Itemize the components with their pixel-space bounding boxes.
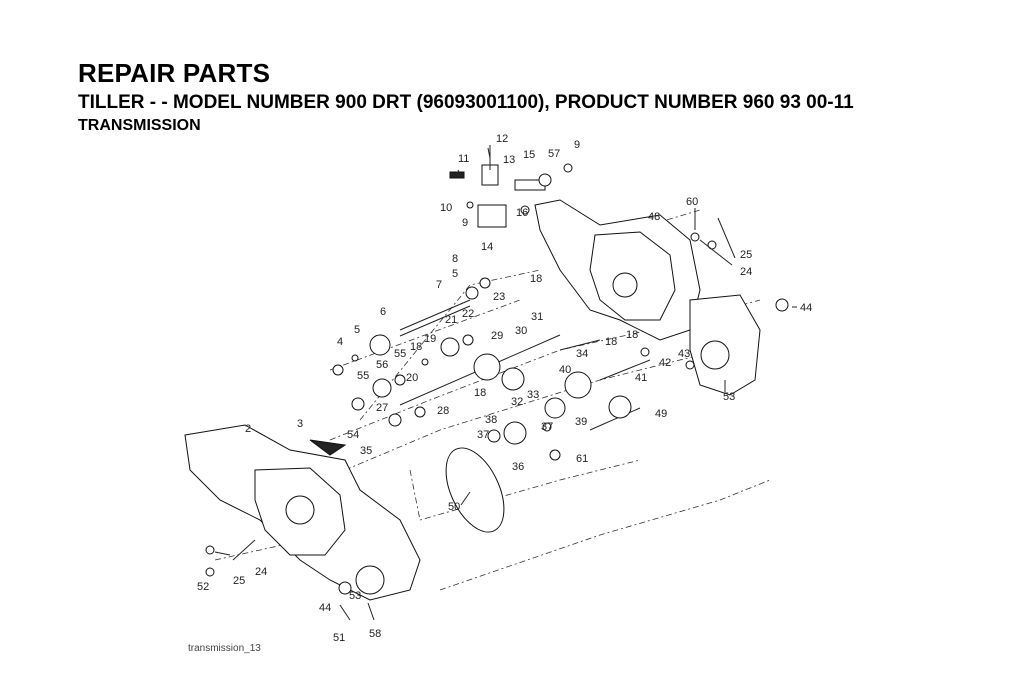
callout-25: 25: [233, 575, 245, 587]
callout-18: 18: [410, 341, 422, 353]
callout-52: 52: [197, 581, 209, 593]
callout-51: 51: [333, 632, 345, 644]
callout-38: 38: [485, 414, 497, 426]
callout-6: 6: [380, 306, 386, 318]
callout-7: 7: [436, 279, 442, 291]
callout-48: 48: [648, 211, 660, 223]
callout-32: 32: [511, 396, 523, 408]
callout-41: 41: [635, 372, 647, 384]
callout-37: 37: [477, 429, 489, 441]
diagram-caption: transmission_13: [188, 643, 261, 654]
callout-9: 9: [462, 217, 468, 229]
callout-43: 43: [678, 348, 690, 360]
callout-31: 31: [531, 311, 543, 323]
callout-35: 35: [360, 445, 372, 457]
callout-57: 57: [548, 148, 560, 160]
callout-10: 10: [440, 202, 452, 214]
callout-49: 49: [655, 408, 667, 420]
left-housing: [184, 424, 421, 601]
callout-21: 21: [445, 314, 457, 326]
callout-14: 14: [481, 241, 493, 253]
callout-23: 23: [493, 291, 505, 303]
callout-40: 40: [559, 364, 571, 376]
shafts-and-gears: [205, 232, 789, 621]
callout-58: 58: [369, 628, 381, 640]
callout-34: 34: [576, 348, 588, 360]
callout-12: 12: [496, 133, 508, 145]
callout-4: 4: [337, 336, 343, 348]
callout-42: 42: [659, 357, 671, 369]
callout-2: 2: [245, 423, 251, 435]
callout-39: 39: [575, 416, 587, 428]
callout-8: 8: [452, 253, 458, 265]
callout-56: 56: [376, 359, 388, 371]
callout-5: 5: [452, 268, 458, 280]
callout-18: 18: [530, 273, 542, 285]
callout-5: 5: [354, 324, 360, 336]
leader-lines: [214, 147, 797, 561]
callout-44: 44: [319, 602, 331, 614]
callout-18: 18: [474, 387, 486, 399]
callout-18: 18: [605, 336, 617, 348]
callout-60: 60: [686, 196, 698, 208]
callout-19: 19: [424, 333, 436, 345]
section-title: TRANSMISSION: [78, 117, 201, 134]
callout-25: 25: [740, 249, 752, 261]
callout-55: 55: [357, 370, 369, 382]
callout-29: 29: [491, 330, 503, 342]
callout-53: 53: [349, 590, 361, 602]
callout-9: 9: [574, 139, 580, 151]
callout-16: 16: [516, 207, 528, 219]
callout-18: 18: [626, 329, 638, 341]
callout-37: 37: [541, 421, 553, 433]
callout-36: 36: [512, 461, 524, 473]
page-title: REPAIR PARTS: [78, 58, 271, 88]
callout-53: 53: [723, 391, 735, 403]
callout-44: 44: [800, 302, 812, 314]
callout-15: 15: [523, 149, 535, 161]
callout-3: 3: [297, 418, 303, 430]
callout-30: 30: [515, 325, 527, 337]
callout-33: 33: [527, 389, 539, 401]
callout-numbers: 2 3 4 5 5 6 7 8 9 9 10 11 12 13 14 15 16…: [197, 133, 812, 644]
callout-50: 50: [448, 501, 460, 513]
page-subtitle: TILLER - - MODEL NUMBER 900 DRT (9609300…: [78, 92, 854, 113]
callout-28: 28: [437, 405, 449, 417]
callout-61: 61: [576, 453, 588, 465]
right-housing: [534, 199, 761, 396]
callout-54: 54: [347, 429, 359, 441]
callout-13: 13: [503, 154, 515, 166]
callout-27: 27: [376, 402, 388, 414]
callout-24: 24: [255, 566, 267, 578]
callout-11: 11: [458, 153, 469, 165]
callout-20: 20: [406, 372, 418, 384]
callout-22: 22: [462, 308, 474, 320]
top-bracket-assembly: [449, 145, 573, 228]
callout-55: 55: [394, 348, 406, 360]
callout-24: 24: [740, 266, 752, 278]
